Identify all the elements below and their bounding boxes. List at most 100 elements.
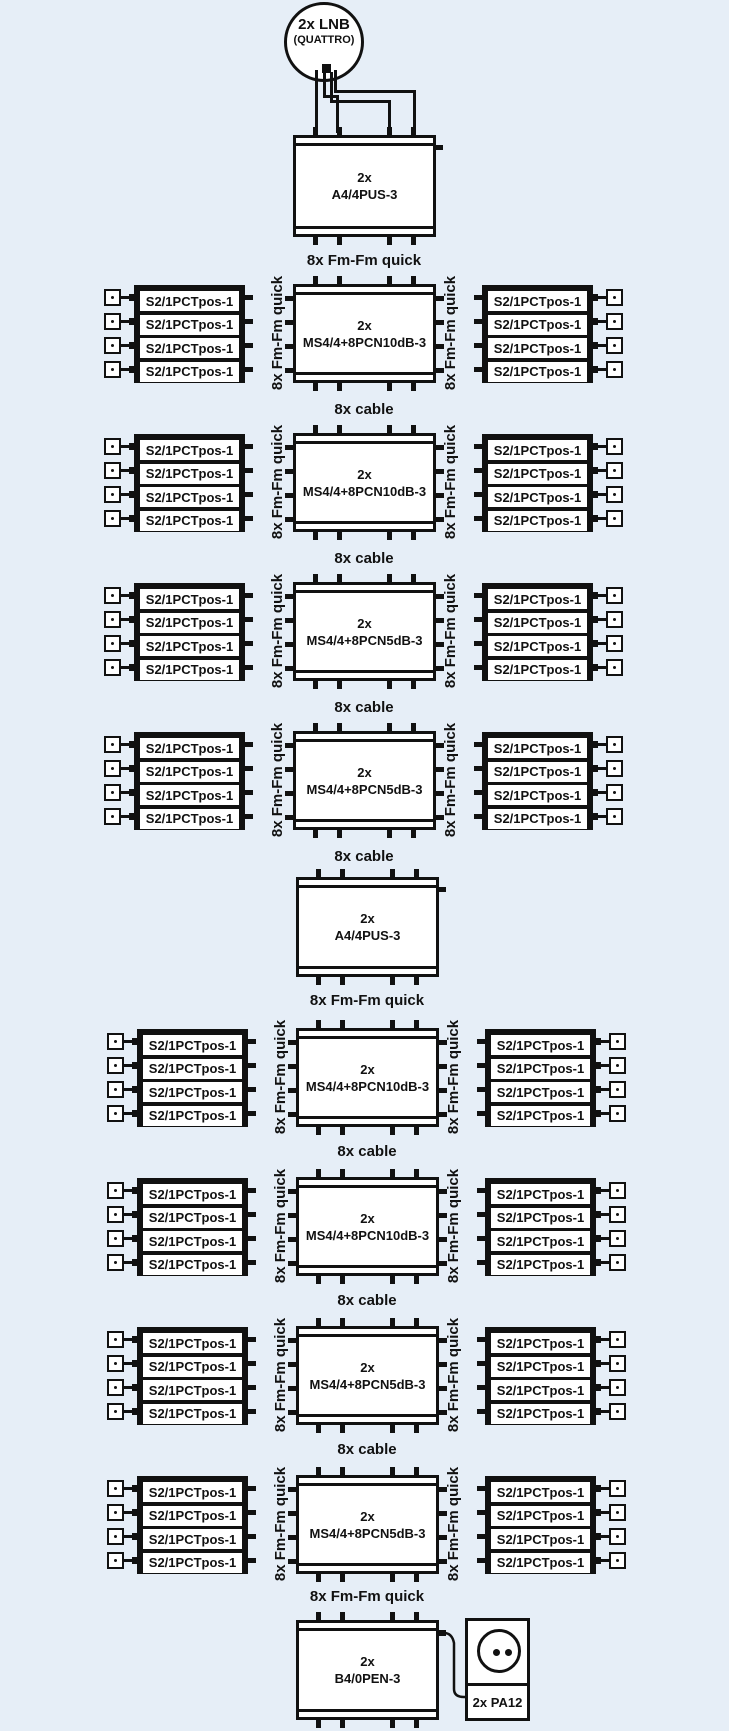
connector-pin xyxy=(245,593,253,598)
power-supply: 2x PA12 xyxy=(465,1618,530,1721)
multiswitch-unit-model: MS4/4+8PCN10dB-3 xyxy=(305,1227,430,1243)
tv-outlet-icon xyxy=(606,736,623,753)
connector-pin xyxy=(132,1533,137,1540)
outlet-wire xyxy=(124,1064,137,1067)
connector-pin xyxy=(285,791,294,796)
connector-pin xyxy=(313,680,318,689)
connector-pin xyxy=(438,1535,447,1540)
subscriber-tap: S2/1PCTpos-1 xyxy=(140,338,239,358)
connector-pin xyxy=(596,1408,601,1415)
outlet-wire xyxy=(596,1535,609,1538)
connector-pin xyxy=(596,1211,601,1218)
connector-pin xyxy=(245,492,253,497)
tv-outlet-icon xyxy=(606,438,623,455)
connection-label: 8x cable xyxy=(337,1143,397,1160)
connector-pin xyxy=(414,1318,419,1327)
subscriber-tap: S2/1PCTpos-1 xyxy=(488,761,587,782)
subscriber-tap: S2/1PCTpos-1 xyxy=(491,1552,590,1573)
connector-pin xyxy=(313,829,318,838)
connector-pin xyxy=(340,1318,345,1327)
subscriber-tap: S2/1PCTpos-1 xyxy=(140,314,239,335)
tv-outlet-icon xyxy=(609,1355,626,1372)
connector-pin xyxy=(596,1110,601,1117)
outlet-wire xyxy=(124,1535,137,1538)
connector-pin xyxy=(596,1360,601,1367)
connector-pin xyxy=(129,294,134,301)
connector-pin xyxy=(288,1559,297,1564)
tv-outlet-icon xyxy=(609,1230,626,1247)
subscriber-tap: S2/1PCTpos-1 xyxy=(491,1482,590,1502)
connector-pin xyxy=(132,1086,137,1093)
connector-pin xyxy=(435,296,444,301)
connector-pin xyxy=(435,743,444,748)
connector-pin xyxy=(313,127,318,136)
connector-pin xyxy=(474,593,482,598)
outlet-wire xyxy=(124,1487,137,1490)
tv-outlet-icon xyxy=(606,611,623,628)
connector-pin xyxy=(477,1111,485,1116)
connector-pin xyxy=(132,1485,137,1492)
connector-pin xyxy=(435,368,444,373)
connector-pin xyxy=(474,742,482,747)
connector-pin xyxy=(337,829,342,838)
connector-pin xyxy=(596,1557,601,1564)
connector-pin xyxy=(474,319,482,324)
subscriber-tap: S2/1PCTpos-1 xyxy=(491,1333,590,1353)
subscriber-tap: S2/1PCTpos-1 xyxy=(143,1333,242,1353)
tv-outlet-icon xyxy=(104,659,121,676)
subscriber-tap: S2/1PCTpos-1 xyxy=(488,636,587,656)
outlet-wire xyxy=(596,1487,609,1490)
tv-outlet-icon xyxy=(609,1254,626,1271)
connector-pin xyxy=(477,1260,485,1265)
amplifier-port xyxy=(435,145,443,150)
connector-pin xyxy=(340,1573,345,1582)
subscriber-tap: S2/1PCTpos-1 xyxy=(140,636,239,656)
connector-pin xyxy=(411,574,416,583)
side-connection-label: 8x Fm-Fm quick xyxy=(442,275,459,391)
connector-pin xyxy=(411,829,416,838)
connection-label: 8x cable xyxy=(337,1292,397,1309)
connector-pin xyxy=(438,1040,447,1045)
tv-outlet-icon xyxy=(104,462,121,479)
tv-outlet-icon xyxy=(107,1105,124,1122)
side-connection-label: 8x Fm-Fm quick xyxy=(272,1317,289,1433)
tv-outlet-icon xyxy=(107,1057,124,1074)
connector-pin xyxy=(288,1189,297,1194)
outlet-wire xyxy=(121,743,134,746)
outlet-wire xyxy=(596,1064,609,1067)
subscriber-tap: S2/1PCTpos-1 xyxy=(143,1356,242,1377)
connector-pin xyxy=(474,343,482,348)
connector-pin xyxy=(390,1467,395,1476)
outlet-wire xyxy=(121,469,134,472)
outlet-wire xyxy=(121,791,134,794)
connector-pin xyxy=(477,1212,485,1217)
subscriber-tap: S2/1PCTpos-1 xyxy=(488,738,587,758)
connector-pin xyxy=(435,517,444,522)
outlet-wire xyxy=(593,666,606,669)
subscriber-tap: S2/1PCTpos-1 xyxy=(491,1058,590,1079)
connector-pin xyxy=(438,1386,447,1391)
connector-pin xyxy=(411,425,416,434)
tv-outlet-icon xyxy=(606,808,623,825)
connector-pin xyxy=(316,1126,321,1135)
lnb-wire xyxy=(330,72,333,102)
multiswitch-unit-qty: 2x xyxy=(360,1061,375,1077)
outlet-wire xyxy=(593,493,606,496)
tv-outlet-icon xyxy=(609,1182,626,1199)
tv-outlet-icon xyxy=(606,510,623,527)
lnb-feed xyxy=(322,64,331,73)
connector-pin xyxy=(435,767,444,772)
outlet-wire xyxy=(121,517,134,520)
connection-label: 8x cable xyxy=(334,550,394,567)
connector-pin xyxy=(245,319,253,324)
outlet-wire xyxy=(121,445,134,448)
connector-pin xyxy=(593,467,598,474)
